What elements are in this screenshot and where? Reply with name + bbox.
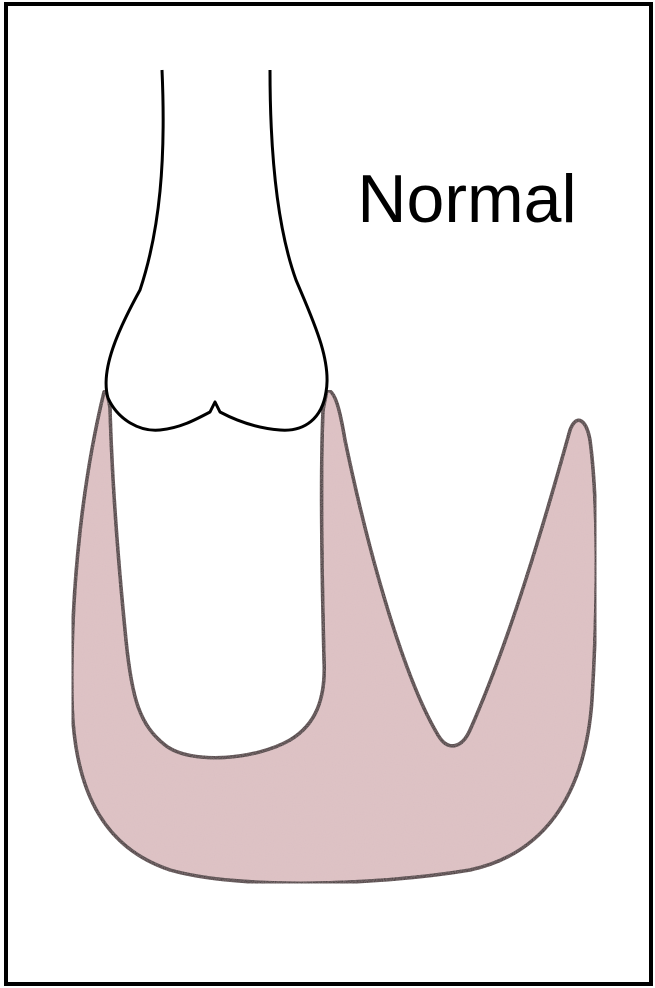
normal-label: Normal [357,161,576,237]
